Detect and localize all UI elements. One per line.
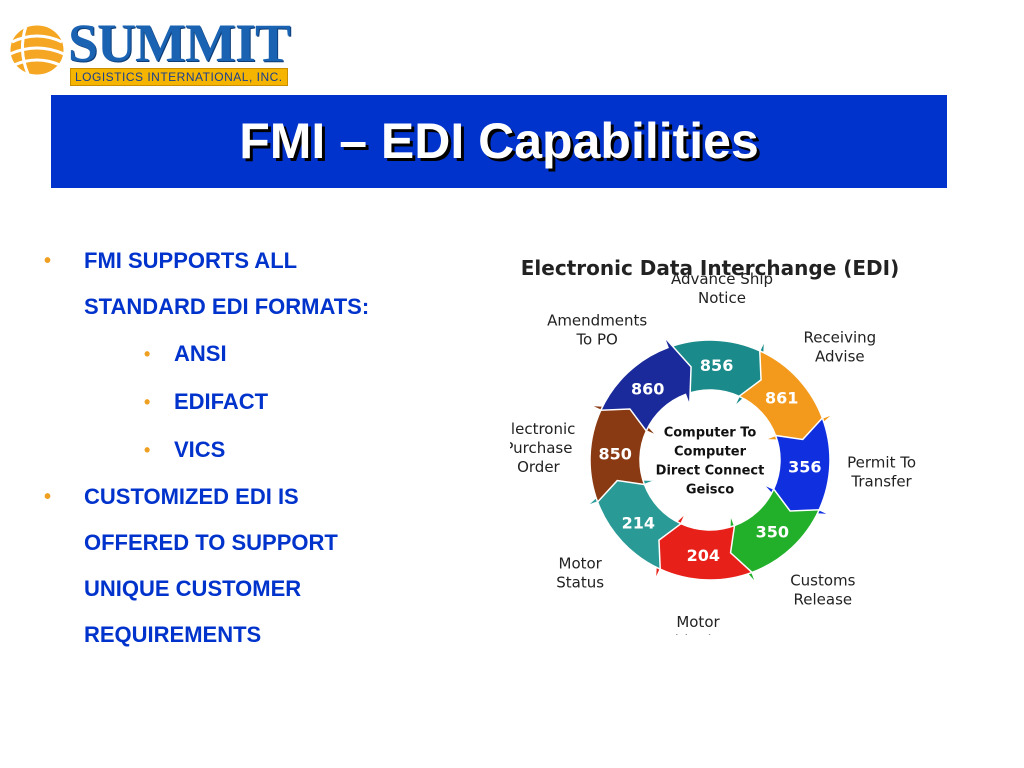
globe-icon [7,22,67,78]
edi-cycle-diagram: Electronic Data Interchange (EDI) 856 Adva… [510,245,930,635]
segment-code: 860 [631,379,664,398]
diagram-title: Electronic Data Interchange (EDI) [521,256,899,280]
segment-label-line: Purchase [510,439,572,457]
segment-label-line: Advance Ship [671,270,773,288]
sub-bullet-label: VICS [174,437,226,462]
bullet-marker: • [144,440,151,460]
segment-label-line: Permit To [847,453,916,471]
segment-label-line: Status [556,573,604,591]
sub-bullet-ansi: • ANSI [40,330,480,378]
bullet-line: UNIQUE CUSTOMER [84,576,302,601]
segment-label-line: Customs [790,571,855,589]
segment-code: 356 [788,458,821,477]
sub-bullet-edifact: • EDIFACT [40,378,480,426]
bullet-marker: • [144,392,151,412]
sub-bullet-label: EDIFACT [174,389,269,414]
center-circle [654,404,766,516]
segment-label-line: Order [517,458,560,476]
company-logo: SUMMIT LOGISTICS INTERNATIONAL, INC. [4,16,304,88]
center-label-line: Computer [674,445,747,460]
bullet-line: FMI SUPPORTS ALL [84,248,298,273]
segment-label-line: Electronic [510,420,575,438]
logo-tagline: LOGISTICS INTERNATIONAL, INC. [70,68,288,86]
bullet-marker: • [44,250,52,272]
segment-code: 850 [599,444,632,463]
sub-bullet-label: ANSI [174,341,227,366]
bullet-marker: • [44,486,52,508]
segment-label-line: Notice [698,289,746,307]
segment-label-line: Release [794,590,853,608]
segment-code: 204 [687,546,720,565]
bullet-line: OFFERED TO SUPPORT [84,530,338,555]
segment-code: 350 [756,523,789,542]
bullet-line: STANDARD EDI FORMATS: [84,294,370,319]
edi-cycle-svg: Electronic Data Interchange (EDI) 856 Adva… [510,256,916,635]
segment-label-line: Shipping [665,632,730,635]
logo-wordmark: SUMMIT [68,13,291,73]
segment-code: 214 [622,513,655,532]
segment-code: 861 [765,389,798,408]
cycle-arrow-860 [599,335,692,433]
title-banner: FMI – EDI Capabilities [51,95,947,188]
segment-label-line: Motor [676,613,720,631]
bullet-item-customized: • CUSTOMIZED EDI IS OFFERED TO SUPPORT U… [40,474,480,658]
segment-label-line: Receiving [803,329,876,347]
center-label-line: Direct Connect [656,464,765,479]
segment-label-line: Advise [815,348,865,366]
segment-code: 856 [700,356,733,375]
bullet-marker: • [144,344,151,364]
segment-label-line: To PO [575,331,617,349]
center-label-line: Geisco [686,483,734,498]
segment-label-line: Motor [559,554,603,572]
bullet-line: CUSTOMIZED EDI IS [84,484,299,509]
bullet-list: • FMI SUPPORTS ALL STANDARD EDI FORMATS:… [40,238,480,658]
center-label-line: Computer To [664,426,757,441]
segment-label-line: Amendments [547,312,647,330]
segment-label-line: Transfer [850,472,912,490]
sub-bullet-vics: • VICS [40,426,480,474]
bullet-line: REQUIREMENTS [84,622,262,647]
bullet-item-formats: • FMI SUPPORTS ALL STANDARD EDI FORMATS: [40,238,480,330]
page-title: FMI – EDI Capabilities [239,113,759,169]
